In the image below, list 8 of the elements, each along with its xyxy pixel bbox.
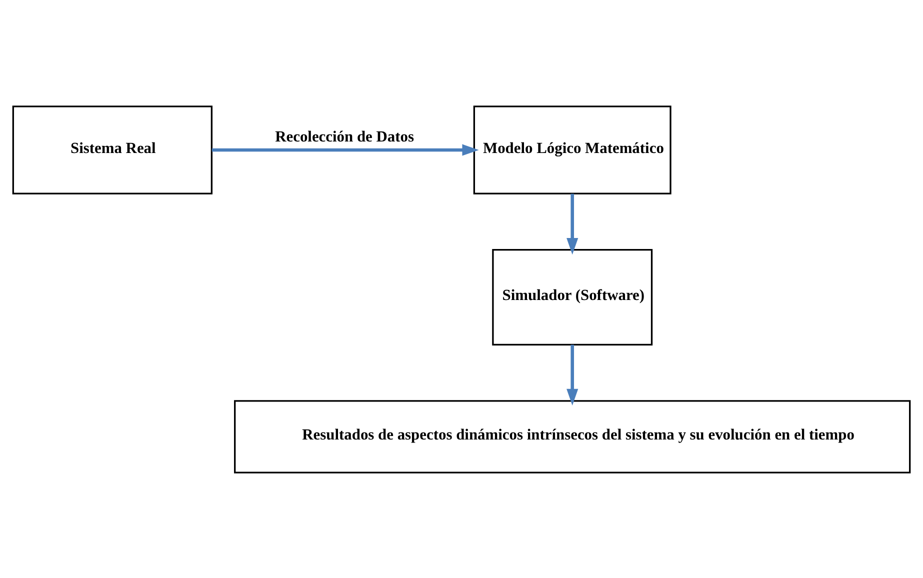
node-box: Simulador (Software): [492, 248, 653, 345]
arrow: [566, 193, 578, 254]
arrow: [566, 344, 578, 405]
node-box: Modelo Lógico Matemático: [473, 105, 672, 194]
arrow: [212, 144, 479, 156]
edge-label: Recolección de Datos: [275, 128, 414, 145]
node-box: Sistema Real: [12, 105, 213, 194]
node-box: Resultados de aspectos dinámicos intrínsecos del sistema y su evolución en el tiempo: [234, 400, 911, 473]
